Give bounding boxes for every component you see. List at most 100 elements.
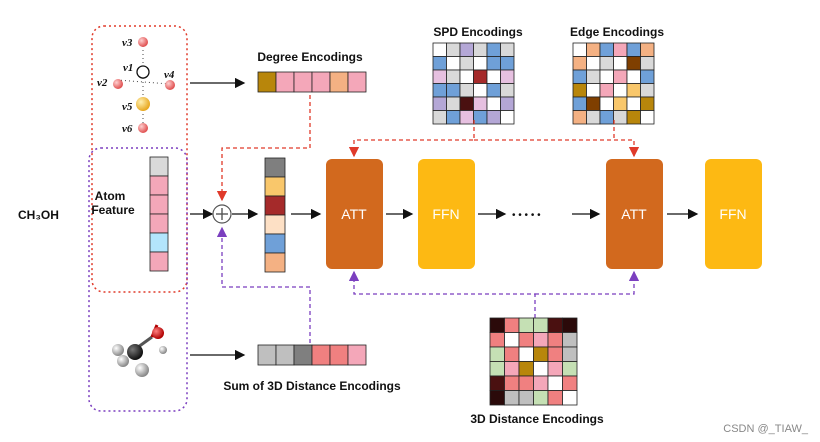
sum-3d-cell <box>329 344 349 366</box>
edge-cell <box>599 96 614 111</box>
dist3d-cell <box>518 317 534 333</box>
watermark: CSDN @_TIAW_ <box>723 423 809 435</box>
spd-cell <box>500 96 515 111</box>
molecule-graph: v3 v1 v2 v4 v5 v6 <box>97 37 175 135</box>
spd-cell <box>486 110 501 125</box>
spd-cell <box>500 69 515 84</box>
edge-cell <box>640 56 655 71</box>
edge-cell <box>586 83 601 98</box>
edge-cell <box>626 69 641 84</box>
spd-cell <box>446 96 461 111</box>
dist3d-cell <box>518 361 534 377</box>
spd-cell <box>446 42 461 57</box>
spd-cell <box>446 56 461 71</box>
graph-frame <box>91 25 188 293</box>
spd-encodings-matrix <box>432 42 515 125</box>
spd-cell <box>486 56 501 71</box>
label-v2: v2 <box>97 77 108 89</box>
dist3d-cell <box>518 332 534 348</box>
att-block-1 <box>326 159 383 269</box>
spd-cell <box>473 96 488 111</box>
dist3d-cell <box>518 375 534 391</box>
dist3d-cell <box>562 390 578 406</box>
spd-encodings-label: SPD Encodings <box>433 25 523 39</box>
dist3d-cell <box>547 375 563 391</box>
dashed-3d-to-att1 <box>348 270 536 318</box>
degree-cell <box>293 71 313 93</box>
spd-cell <box>500 83 515 98</box>
edge-cell <box>626 42 641 57</box>
degree-encodings-label: Degree Encodings <box>257 50 363 64</box>
dist3d-cell <box>547 317 563 333</box>
spd-cell <box>500 56 515 71</box>
edge-cell <box>599 56 614 71</box>
ellipsis-dots: • • • • • <box>512 210 541 221</box>
combined-vector-cell <box>264 233 286 254</box>
edge-cell <box>586 69 601 84</box>
spd-cell <box>459 96 474 111</box>
degree-cell <box>329 71 349 93</box>
degree-cell <box>347 71 367 93</box>
spd-cell <box>473 69 488 84</box>
dist3d-cell <box>518 346 534 362</box>
sum-3d-cell <box>293 344 313 366</box>
dist3d-cell <box>489 317 505 333</box>
spd-cell <box>432 110 447 125</box>
sum-3d-distance-vector <box>257 344 367 366</box>
dist3d-cell <box>562 375 578 391</box>
spd-cell <box>473 56 488 71</box>
dist3d-cell <box>518 390 534 406</box>
dist3d-cell <box>504 332 520 348</box>
edge-encodings-label: Edge Encodings <box>570 25 664 39</box>
degree-cell <box>311 71 331 93</box>
spd-cell <box>446 110 461 125</box>
dist3d-cell <box>489 390 505 406</box>
sum-3d-cell <box>347 344 367 366</box>
combined-vector-cell <box>264 157 286 178</box>
3d-distance-encodings-label: 3D Distance Encodings <box>470 412 604 426</box>
edge-encodings-matrix <box>572 42 655 125</box>
edge-cell <box>572 96 587 111</box>
dashed-to-att2-red <box>474 139 640 158</box>
edge-cell <box>599 83 614 98</box>
edge-cell <box>613 42 628 57</box>
combined-vector-cell <box>264 214 286 235</box>
spd-cell <box>446 83 461 98</box>
spd-cell <box>473 83 488 98</box>
atom-feature-label-line2: Feature <box>91 203 135 217</box>
spd-cell <box>459 83 474 98</box>
spd-cell <box>486 69 501 84</box>
spd-cell <box>486 96 501 111</box>
dist3d-cell <box>504 346 520 362</box>
spd-cell <box>473 42 488 57</box>
degree-encodings-vector <box>257 71 367 93</box>
dist3d-cell <box>533 332 549 348</box>
edge-cell <box>572 110 587 125</box>
dist3d-cell <box>533 375 549 391</box>
ffn-block-1 <box>418 159 475 269</box>
edge-cell <box>640 110 655 125</box>
dist3d-cell <box>533 361 549 377</box>
spd-cell <box>432 96 447 111</box>
edge-cell <box>626 83 641 98</box>
edge-cell <box>613 56 628 71</box>
spd-cell <box>432 56 447 71</box>
spd-cell <box>459 69 474 84</box>
ffn-block-1-label: FFN <box>432 206 459 222</box>
att-block-1-label: ATT <box>341 206 367 222</box>
atom-feature-label-line1: Atom <box>95 189 126 203</box>
edge-cell <box>640 83 655 98</box>
dist3d-cell <box>547 346 563 362</box>
label-v5: v5 <box>122 101 133 113</box>
feature-3d-frame <box>88 147 188 412</box>
sum-3d-cell <box>311 344 331 366</box>
3d-distance-encodings-matrix <box>489 317 578 406</box>
spd-cell <box>500 110 515 125</box>
ffn-block-2 <box>705 159 762 269</box>
dist3d-cell <box>489 332 505 348</box>
label-v1: v1 <box>123 62 133 74</box>
molecule-label: CH₃OH <box>18 208 59 222</box>
dist3d-cell <box>489 375 505 391</box>
edge-cell <box>626 56 641 71</box>
